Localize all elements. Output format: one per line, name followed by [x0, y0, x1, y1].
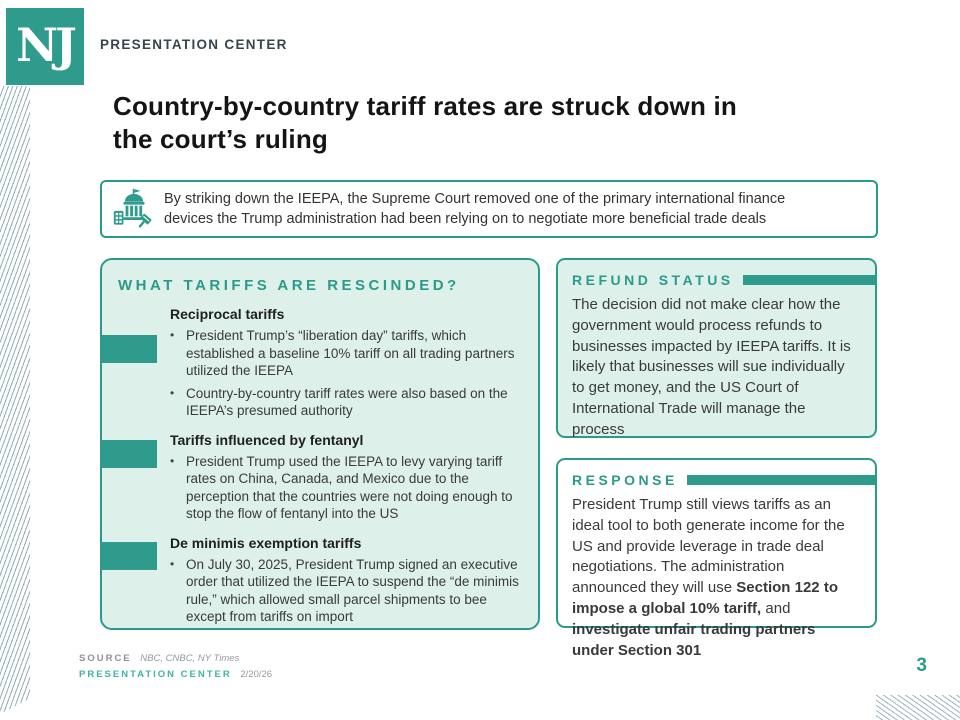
bullet-marker: •: [170, 385, 175, 400]
tariff-section-heading: Reciprocal tariffs: [170, 306, 285, 322]
left-hatch-decoration: [0, 86, 30, 714]
response-plain-text: President Trump still views tariffs as a…: [572, 496, 845, 597]
callout-banner: By striking down the IEEPA, the Supreme …: [100, 180, 878, 238]
heading-accent-bar: [742, 275, 875, 285]
page-number: 3: [916, 655, 927, 676]
source-label: SOURCE: [79, 653, 132, 664]
tariff-section-heading: Tariffs influenced by fentanyl: [170, 431, 364, 448]
slide-title: Country-by-country tariff rates are stru…: [113, 91, 737, 154]
bullet-text: President Trump’s “liberation day” tarif…: [186, 328, 515, 378]
tariff-section-heading: De minimis exemption tariffs: [170, 534, 362, 551]
bullet-marker: •: [170, 328, 175, 342]
bullet-item: • On July 30, 2025, President Trump signe…: [170, 556, 526, 626]
bullet-marker: •: [170, 453, 175, 468]
bullet-text: On July 30, 2025, President Trump signed…: [186, 556, 519, 625]
source-value: NBC, CNBC, NY Times: [140, 653, 240, 664]
response-panel: RESPONSE President Trump still views tar…: [556, 458, 877, 659]
nj-logo: NJ: [6, 8, 84, 85]
capitol-gavel-icon: [113, 188, 152, 228]
tariff-section: Tariffs influenced by fentanyl • President…: [170, 432, 526, 523]
rescinded-tariffs-panel: WHAT TARIFFS ARE RESCINDED? Reciprocal t…: [100, 258, 540, 630]
response-bold-text: Section 122 to impose a global 10% tarif…: [572, 579, 838, 617]
response-bold-text: investigate unfair trading partners unde…: [572, 620, 816, 659]
response-body: President Trump still views tariffs as a…: [572, 495, 861, 661]
heading-accent-bar: [686, 475, 875, 485]
callout-text: By striking down the IEEPA, the Supreme …: [164, 191, 786, 227]
bullet-marker: •: [170, 556, 175, 571]
corner-hatch-decoration: [876, 695, 960, 720]
presentation-center-header: PRESENTATION CENTER: [100, 37, 288, 52]
footer-brand-line: PRESENTATION CENTER 2/20/26: [79, 669, 272, 680]
response-panel-title: RESPONSE: [572, 472, 678, 488]
bullet-item: • President Trump used the IEEPA to levy …: [170, 453, 526, 523]
bullet-text: President Trump used the IEEPA to levy v…: [186, 453, 513, 522]
refund-panel-title: REFUND STATUS: [572, 272, 734, 288]
footer-date: 2/20/26: [240, 669, 273, 680]
footer-brand-label: PRESENTATION CENTER: [79, 669, 232, 680]
response-plain-text: and: [761, 599, 791, 617]
bullet-text: Country-by-country tariff rates were als…: [186, 385, 508, 419]
rescinded-panel-heading: WHAT TARIFFS ARE RESCINDED?: [118, 277, 460, 294]
refund-panel-body: The decision did not make clear how the …: [572, 296, 851, 438]
tariff-section: De minimis exemption tariffs • On July 30,…: [170, 535, 526, 626]
section-tab: [100, 542, 157, 570]
refund-panel-header: REFUND STATUS: [572, 272, 875, 288]
section-tab: [100, 335, 157, 363]
section-tab: [100, 440, 157, 468]
bullet-item: • President Trump’s “liberation day” tari…: [170, 327, 526, 380]
bullet-item: • Country-by-country tariff rates were al…: [170, 385, 526, 420]
tariff-section: Reciprocal tariffs • President Trump’s “li…: [170, 306, 526, 420]
nj-logo-text: NJ: [16, 17, 77, 72]
response-panel-header: RESPONSE: [572, 472, 875, 488]
refund-status-panel: REFUND STATUS The decision did not make …: [556, 258, 877, 438]
tariff-sections: Reciprocal tariffs • President Trump’s “li…: [170, 306, 526, 626]
source-line: SOURCE NBC, CNBC, NY Times: [79, 653, 239, 664]
